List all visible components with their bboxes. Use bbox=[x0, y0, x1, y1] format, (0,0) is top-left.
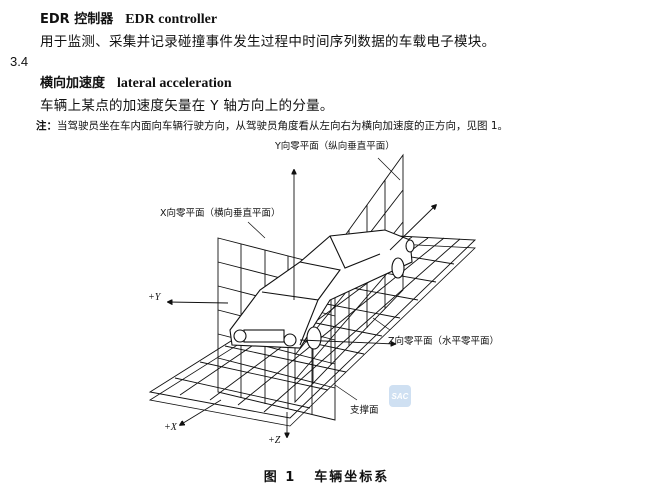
y-axis-right bbox=[299, 339, 395, 344]
term-heading-edr-controller: EDR 控制器 EDR controller bbox=[40, 8, 217, 28]
figure-caption: 图 1 车辆坐标系 bbox=[0, 466, 653, 485]
term-heading-lateral-acceleration: 横向加速度 lateral acceleration bbox=[40, 72, 232, 92]
note-text: 当驾驶员坐在车内面向车辆行驶方向，从驾驶员角度看从左向右为横向加速度的正方向，见… bbox=[57, 120, 509, 132]
note-label: 注： bbox=[36, 120, 57, 132]
label-z-zero-plane: Z向零平面（水平零平面） bbox=[388, 336, 500, 347]
label-y-zero-plane: Y向零平面（纵向垂直平面） bbox=[275, 141, 395, 152]
term-zh: 横向加速度 bbox=[40, 76, 106, 91]
x-axis-rear bbox=[389, 205, 436, 251]
definition-lateral-acceleration: 车辆上某点的加速度矢量在 Y 轴方向上的分量。 bbox=[40, 98, 334, 114]
definition-edr-controller: 用于监测、采集并记录碰撞事件发生过程中时间序列数据的车载电子模块。 bbox=[40, 34, 496, 50]
plus-x-axis bbox=[180, 399, 222, 425]
vehicle-coordinate-figure: Y向零平面（纵向垂直平面） X向零平面（横向垂直平面） Z向零平面（水平零平面）… bbox=[0, 130, 653, 460]
term-en: EDR controller bbox=[125, 12, 218, 27]
sac-watermark-logo: SAC bbox=[389, 385, 411, 407]
term-zh: EDR 控制器 bbox=[40, 12, 114, 27]
axis-label-plus-y: +Y bbox=[148, 292, 161, 303]
section-number: 3.4 bbox=[10, 54, 29, 69]
caption-title: 车辆坐标系 bbox=[314, 470, 390, 485]
plus-y-axis bbox=[168, 302, 229, 303]
caption-number: 图 1 bbox=[263, 470, 297, 485]
axes bbox=[168, 170, 436, 437]
note: 注：当驾驶员坐在车内面向车辆行驶方向，从驾驶员角度看从左向右为横向加速度的正方向… bbox=[36, 118, 508, 133]
leader-lines bbox=[247, 157, 401, 401]
term-en: lateral acceleration bbox=[117, 76, 232, 91]
label-x-zero-plane: X向零平面（横向垂直平面） bbox=[160, 208, 281, 219]
car-outline bbox=[229, 229, 415, 350]
label-support-surface: 支撑面 bbox=[350, 405, 379, 416]
coordinate-diagram bbox=[148, 153, 477, 460]
axis-label-plus-x: +X bbox=[164, 422, 177, 433]
axis-label-plus-z: +Z bbox=[268, 435, 281, 446]
